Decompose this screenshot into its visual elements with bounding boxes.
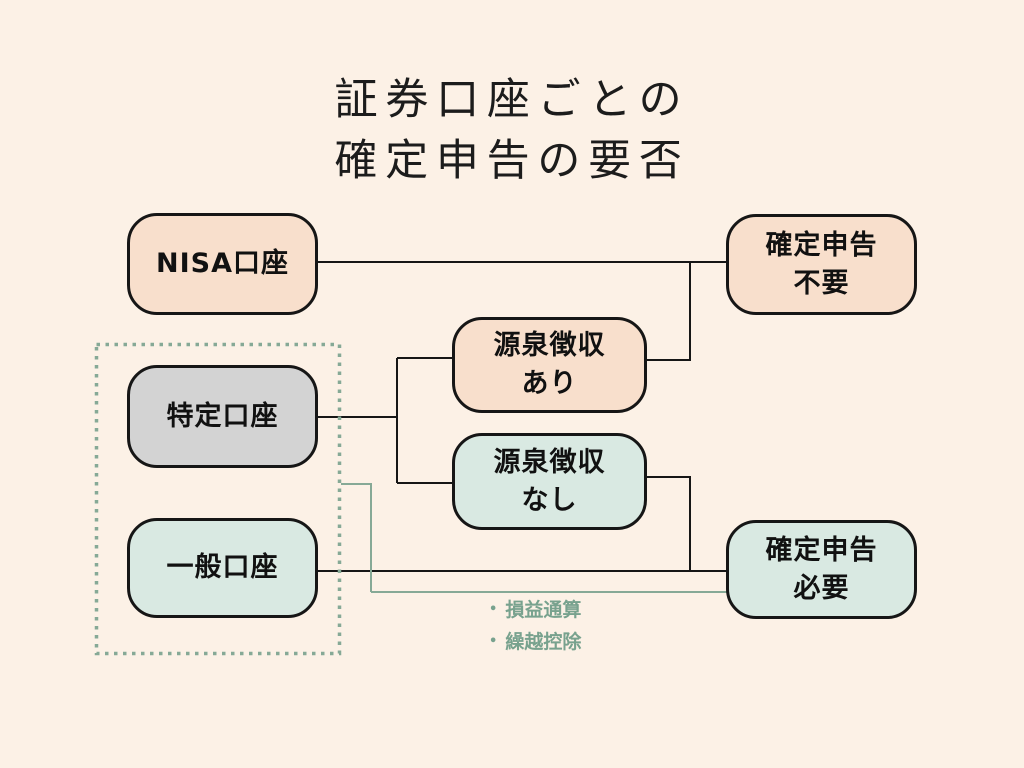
node-filing-required-line-2: 必要	[793, 572, 850, 604]
node-ippan-label: 一般口座	[166, 552, 279, 583]
bullet-icon: •	[489, 602, 498, 617]
note-carryforward-deduction: • 繰越控除	[489, 626, 581, 658]
node-tokutei-label: 特定口座	[166, 400, 279, 432]
bullet-icon: •	[489, 634, 498, 649]
title-line-2: 確定申告の要否	[334, 136, 690, 186]
node-nisa-account: NISA口座	[127, 213, 318, 315]
node-filing-not-required: 確定申告 不要	[726, 214, 917, 315]
group-border-taxable-accounts	[94, 342, 342, 656]
note-loss-offset-label: 損益通算	[505, 599, 582, 621]
node-tokutei-account: 特定口座	[127, 365, 318, 468]
node-withholding-no-line-2: なし	[521, 484, 578, 516]
node-withholding-yes-line-2: あり	[521, 368, 578, 399]
diagram-title: 証券口座ごとの 確定申告の要否	[0, 70, 1024, 192]
node-withholding-no-line-1: 源泉徴収	[493, 446, 606, 478]
node-nisa-label: NISA口座	[156, 248, 289, 279]
node-filing-not-required-line-1: 確定申告	[765, 229, 878, 261]
node-withholding-yes-line-1: 源泉徴収	[493, 330, 606, 361]
title-line-1: 証券口座ごとの	[334, 75, 690, 125]
green-connector-notes: • 損益通算 • 繰越控除	[489, 594, 581, 658]
node-withholding-no: 源泉徴収 なし	[452, 433, 647, 530]
note-carryforward-deduction-label: 繰越控除	[505, 631, 582, 653]
note-loss-offset: • 損益通算	[489, 594, 581, 626]
node-filing-required-line-1: 確定申告	[765, 534, 878, 566]
node-filing-required: 確定申告 必要	[726, 520, 917, 619]
node-filing-not-required-line-2: 不要	[793, 267, 850, 299]
node-ippan-account: 一般口座	[127, 518, 318, 618]
node-withholding-yes: 源泉徴収 あり	[452, 317, 647, 413]
